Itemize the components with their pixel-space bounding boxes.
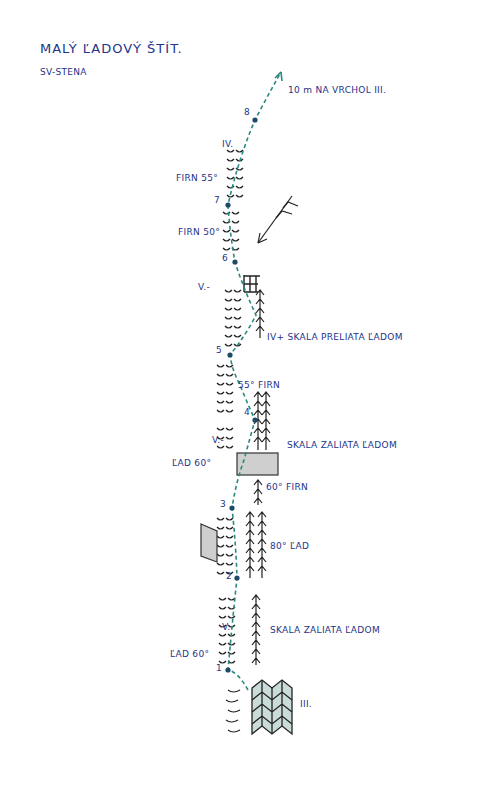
grade-label: IV. xyxy=(222,140,233,150)
route-arrowhead xyxy=(275,72,282,81)
rock-patch xyxy=(237,453,278,475)
slope-label: 60° FIRN xyxy=(266,483,308,493)
slope-label: FIRN 55° xyxy=(176,174,218,184)
terrain-label: SKALA ZALIATA ĽADOM xyxy=(287,441,397,451)
pitch-number: 1 xyxy=(216,664,222,674)
pitch-number: 2 xyxy=(226,572,232,582)
slope-arrows xyxy=(246,290,270,665)
slope-label: ĽAD 60° xyxy=(172,459,211,469)
slope-label: 80° ĽAD xyxy=(270,542,309,552)
terrain-label: SKALA ZALIATA ĽADOM xyxy=(270,626,380,636)
grade-label: III. xyxy=(300,700,312,710)
grade-label: V. xyxy=(222,623,230,633)
subtitle: SV-STENA xyxy=(40,68,87,78)
grade-label: V.- xyxy=(198,283,210,293)
slope-label: 55° FIRN xyxy=(238,381,280,391)
route-line xyxy=(228,72,281,690)
rock-block xyxy=(252,680,292,734)
slope-label: ĽAD 60° xyxy=(170,650,209,660)
belay-dots xyxy=(225,117,257,672)
slope-label: FIRN 50° xyxy=(178,228,220,238)
pitch-number: 7 xyxy=(214,196,220,206)
pitch-number: 8 xyxy=(244,108,250,118)
pitch-number: 3 xyxy=(220,500,226,510)
snow-ticks xyxy=(226,690,240,732)
terrain-label: IV+ SKALA PRELIATA ĽADOM xyxy=(267,333,403,343)
title: MALÝ ĽADOVÝ ŠTÍT. xyxy=(40,42,183,56)
grade-label: V.- xyxy=(212,436,224,446)
overhang-symbol xyxy=(244,275,260,292)
note: 10 m NA VRCHOL III. xyxy=(288,86,386,96)
rock-patch xyxy=(201,524,217,562)
pitch-number: 5 xyxy=(216,346,222,356)
wind-arrow xyxy=(258,196,298,243)
pitch-number: 4 xyxy=(244,408,250,418)
pitch-number: 6 xyxy=(222,254,228,264)
